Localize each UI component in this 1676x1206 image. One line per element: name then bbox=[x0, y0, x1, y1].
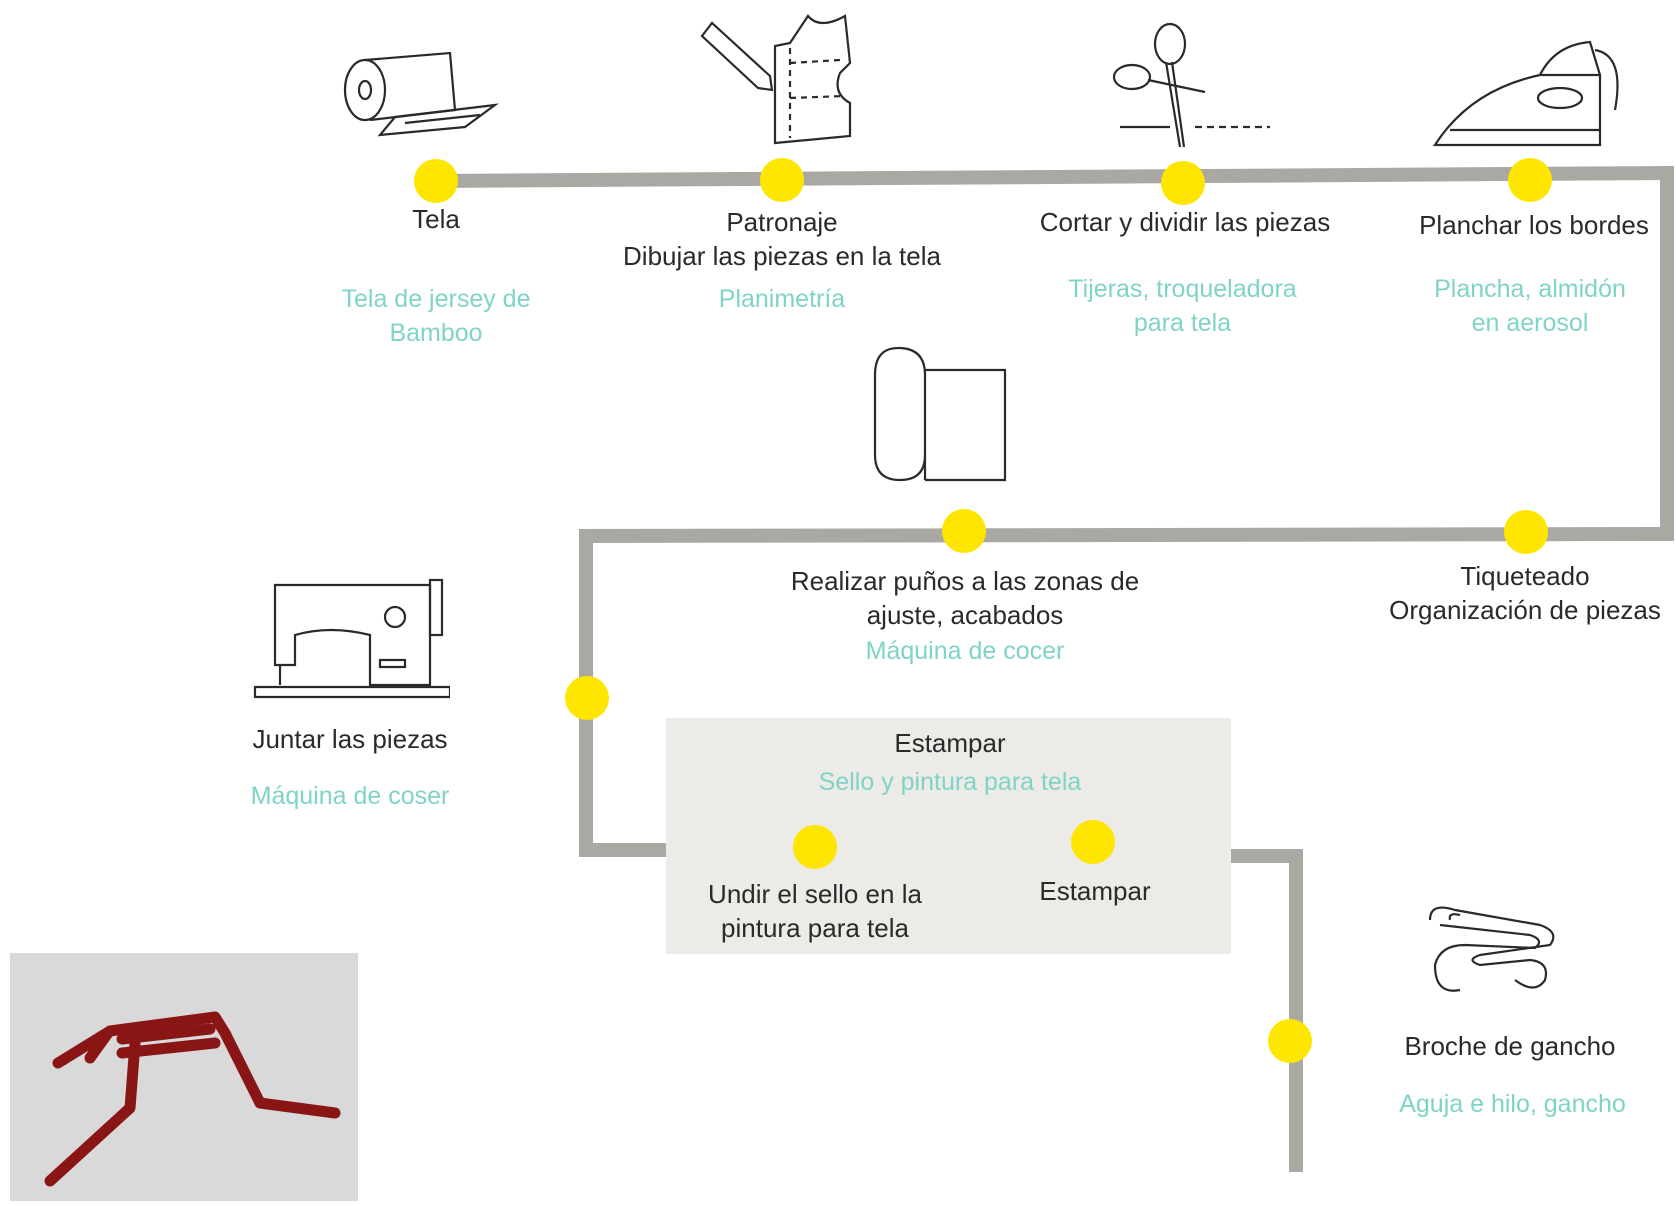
label-line: Tiqueteado bbox=[1460, 561, 1590, 591]
step-estampar-label: Estampar bbox=[1039, 876, 1151, 906]
label-line: Realizar puños a las zonas de bbox=[790, 566, 1140, 596]
scissors-icon bbox=[1112, 22, 1270, 148]
folded-paper-icon bbox=[873, 346, 1007, 482]
label-line: pintura para tela bbox=[721, 913, 909, 943]
step-patronaje-tool: Planimetría bbox=[718, 285, 846, 313]
hook-clasp-icon bbox=[1428, 906, 1555, 992]
label-line: Dibujar las piezas en la tela bbox=[623, 241, 941, 271]
step-punos-tool: Máquina de cocer bbox=[865, 637, 1065, 665]
tool-line: en aerosol bbox=[1471, 309, 1589, 337]
sewing-machine-icon bbox=[253, 578, 450, 699]
step-punos-label: Realizar puños a las zonas de ajuste, ac… bbox=[770, 564, 1160, 632]
tool-line: Tela de jersey de bbox=[341, 285, 531, 313]
step-cortar-tool: Tijeras, troqueladora para tela bbox=[1050, 272, 1315, 340]
label-line: ajuste, acabados bbox=[866, 600, 1064, 630]
tool-line: Tijeras, troqueladora bbox=[1068, 275, 1297, 303]
printing-group-tool: Sello y pintura para tela bbox=[818, 768, 1082, 796]
label-line: Undir el sello en la bbox=[708, 879, 922, 909]
fabric-roll-icon bbox=[343, 51, 500, 137]
step-planchar-label: Planchar los bordes bbox=[1419, 210, 1649, 240]
red-garment-photo bbox=[44, 1011, 341, 1187]
tool-line: para tela bbox=[1133, 309, 1232, 337]
process-path bbox=[431, 165, 1674, 1172]
tool-line: Plancha, almidón bbox=[1434, 275, 1626, 303]
step-patronaje-label: Patronaje Dibujar las piezas en la tela bbox=[600, 205, 964, 273]
step-broche-tool: Aguja e hilo, gancho bbox=[1399, 1090, 1626, 1118]
step-broche-label: Broche de gancho bbox=[1404, 1031, 1616, 1061]
step-planchar-tool: Plancha, almidón en aerosol bbox=[1410, 272, 1650, 340]
step-cortar-label: Cortar y dividir las piezas bbox=[1039, 207, 1331, 237]
step-tela-label: Tela bbox=[412, 204, 460, 234]
printing-panel bbox=[666, 718, 1231, 954]
pattern-drawing-icon bbox=[700, 14, 852, 145]
step-juntar-label: Juntar las piezas bbox=[252, 724, 448, 754]
iron-icon bbox=[1432, 40, 1619, 147]
printing-group-title: Estampar bbox=[894, 728, 1006, 758]
step-juntar-tool: Máquina de coser bbox=[250, 782, 450, 810]
step-undir-label: Undir el sello en la pintura para tela bbox=[680, 877, 950, 945]
step-tela-tool: Tela de jersey de Bamboo bbox=[326, 282, 546, 350]
step-tiqueteado-label: Tiqueteado Organización de piezas bbox=[1380, 559, 1670, 627]
label-line: Patronaje bbox=[726, 207, 838, 237]
product-photo bbox=[10, 953, 358, 1201]
tool-line: Bamboo bbox=[389, 319, 483, 347]
label-line: Organización de piezas bbox=[1389, 595, 1661, 625]
